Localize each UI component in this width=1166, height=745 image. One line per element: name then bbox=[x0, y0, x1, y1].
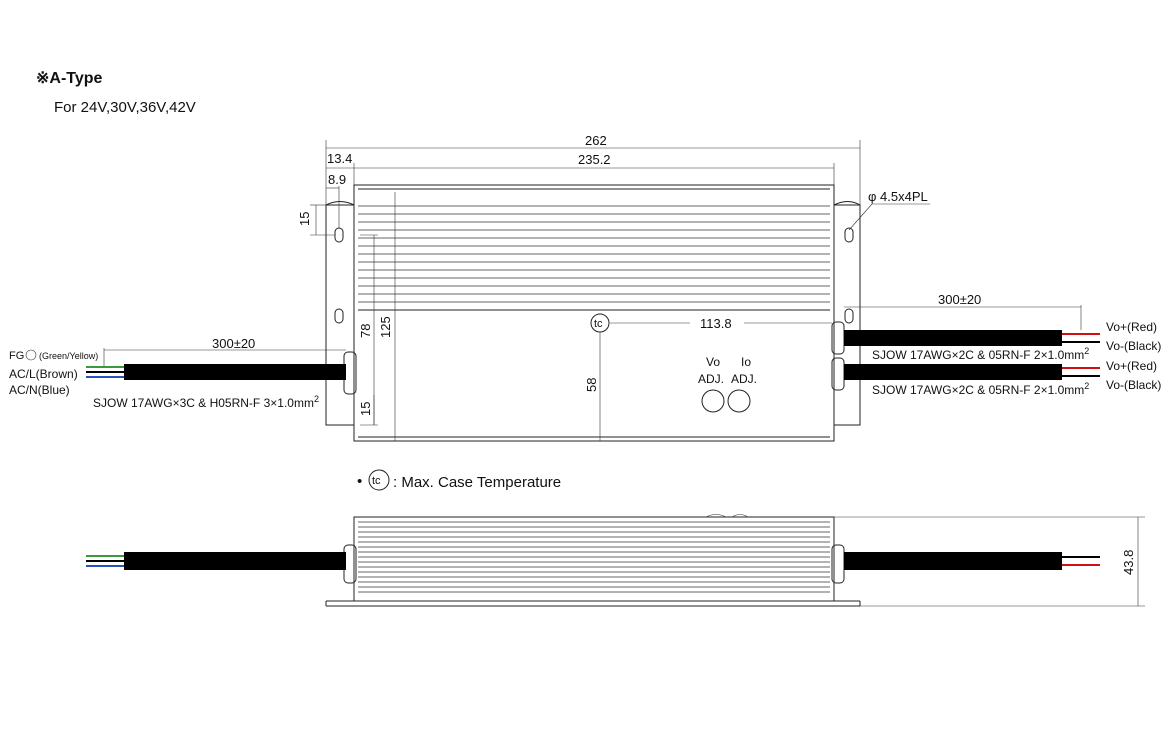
mounting-holes bbox=[334, 227, 854, 324]
vo-minus-label-2: Vo-(Black) bbox=[1106, 378, 1161, 392]
tc-note: • tc : Max. Case Temperature bbox=[357, 469, 561, 491]
input-spec: SJOW 17AWG×3C & H05RN-F 3×1.0mm2 bbox=[93, 394, 319, 410]
tc-note-icon bbox=[368, 469, 390, 491]
vo-adj-pot bbox=[701, 389, 725, 413]
tc-note-bullet: • bbox=[357, 473, 362, 490]
vo-minus-label-1: Vo-(Black) bbox=[1106, 339, 1161, 353]
side-input-cable bbox=[124, 552, 346, 570]
dim-hole-offset-x: 8.9 bbox=[328, 172, 346, 187]
side-body bbox=[353, 516, 835, 602]
ground-icon bbox=[25, 349, 37, 361]
vo-plus-label-2: Vo+(Red) bbox=[1106, 359, 1157, 373]
heatsink-fins bbox=[358, 205, 830, 311]
dim-mount-hole: φ 4.5x4PL bbox=[868, 189, 928, 204]
output-cable-2 bbox=[844, 364, 1062, 380]
top-dimensions: 262 235.2 13.4 8.9 15 φ 4.5x4PL 125 78 1… bbox=[103, 133, 1082, 441]
vo-label: Vo bbox=[706, 355, 720, 369]
output-labels: Vo+(Red) Vo-(Black) Vo+(Red) Vo-(Black) … bbox=[872, 320, 1161, 397]
dim-flange-offset: 13.4 bbox=[327, 151, 352, 166]
housing-body bbox=[353, 184, 835, 442]
dim-hole-offset-y: 15 bbox=[297, 212, 312, 226]
acn-label: AC/N(Blue) bbox=[9, 383, 70, 397]
fg-label: FG bbox=[9, 350, 24, 362]
dim-input-length: 300±20 bbox=[212, 336, 255, 351]
flange-ear bbox=[325, 201, 355, 206]
side-output-cable bbox=[844, 552, 1062, 570]
side-view: 43.8 bbox=[86, 514, 1145, 607]
top-view: Vo Io ADJ. ADJ. tc 113.8 58 bbox=[86, 184, 1100, 442]
adj-label-1: ADJ. bbox=[698, 372, 724, 386]
adj-label-2: ADJ. bbox=[731, 372, 757, 386]
dim-output-length: 300±20 bbox=[938, 292, 981, 307]
acl-label: AC/L(Brown) bbox=[9, 367, 78, 381]
page-subtitle: For 24V,30V,36V,42V bbox=[54, 99, 196, 116]
dim-side-height: 43.8 bbox=[1121, 550, 1136, 575]
dim-body-length: 235.2 bbox=[578, 152, 611, 167]
side-bumps bbox=[705, 514, 749, 518]
dim-hole-span: 78 bbox=[358, 324, 373, 338]
dim-bottom-offset: 15 bbox=[358, 402, 373, 416]
tc-note-symbol: tc bbox=[372, 475, 381, 487]
tc-symbol: tc bbox=[594, 318, 603, 330]
dim-overall-length: 262 bbox=[585, 133, 607, 148]
page-title: ※A-Type bbox=[36, 70, 103, 87]
tc-note-text: : Max. Case Temperature bbox=[393, 474, 561, 491]
side-fins bbox=[358, 521, 830, 593]
dim-tc-y: 58 bbox=[584, 378, 599, 392]
fg-color-label: (Green/Yellow) bbox=[39, 351, 98, 361]
output-spec-2: SJOW 17AWG×2C & 05RN-F 2×1.0mm2 bbox=[872, 381, 1089, 397]
dim-tc-x: 113.8 bbox=[700, 316, 732, 331]
vo-plus-label-1: Vo+(Red) bbox=[1106, 320, 1157, 334]
output-cable-1 bbox=[844, 330, 1062, 346]
input-cable bbox=[124, 364, 346, 380]
input-labels: FG (Green/Yellow) AC/L(Brown) AC/N(Blue)… bbox=[9, 349, 319, 410]
io-adj-pot bbox=[727, 389, 751, 413]
flange-ear bbox=[833, 201, 861, 206]
output-spec-1: SJOW 17AWG×2C & 05RN-F 2×1.0mm2 bbox=[872, 346, 1089, 362]
dim-height-total: 125 bbox=[378, 316, 393, 338]
io-label: Io bbox=[741, 355, 751, 369]
